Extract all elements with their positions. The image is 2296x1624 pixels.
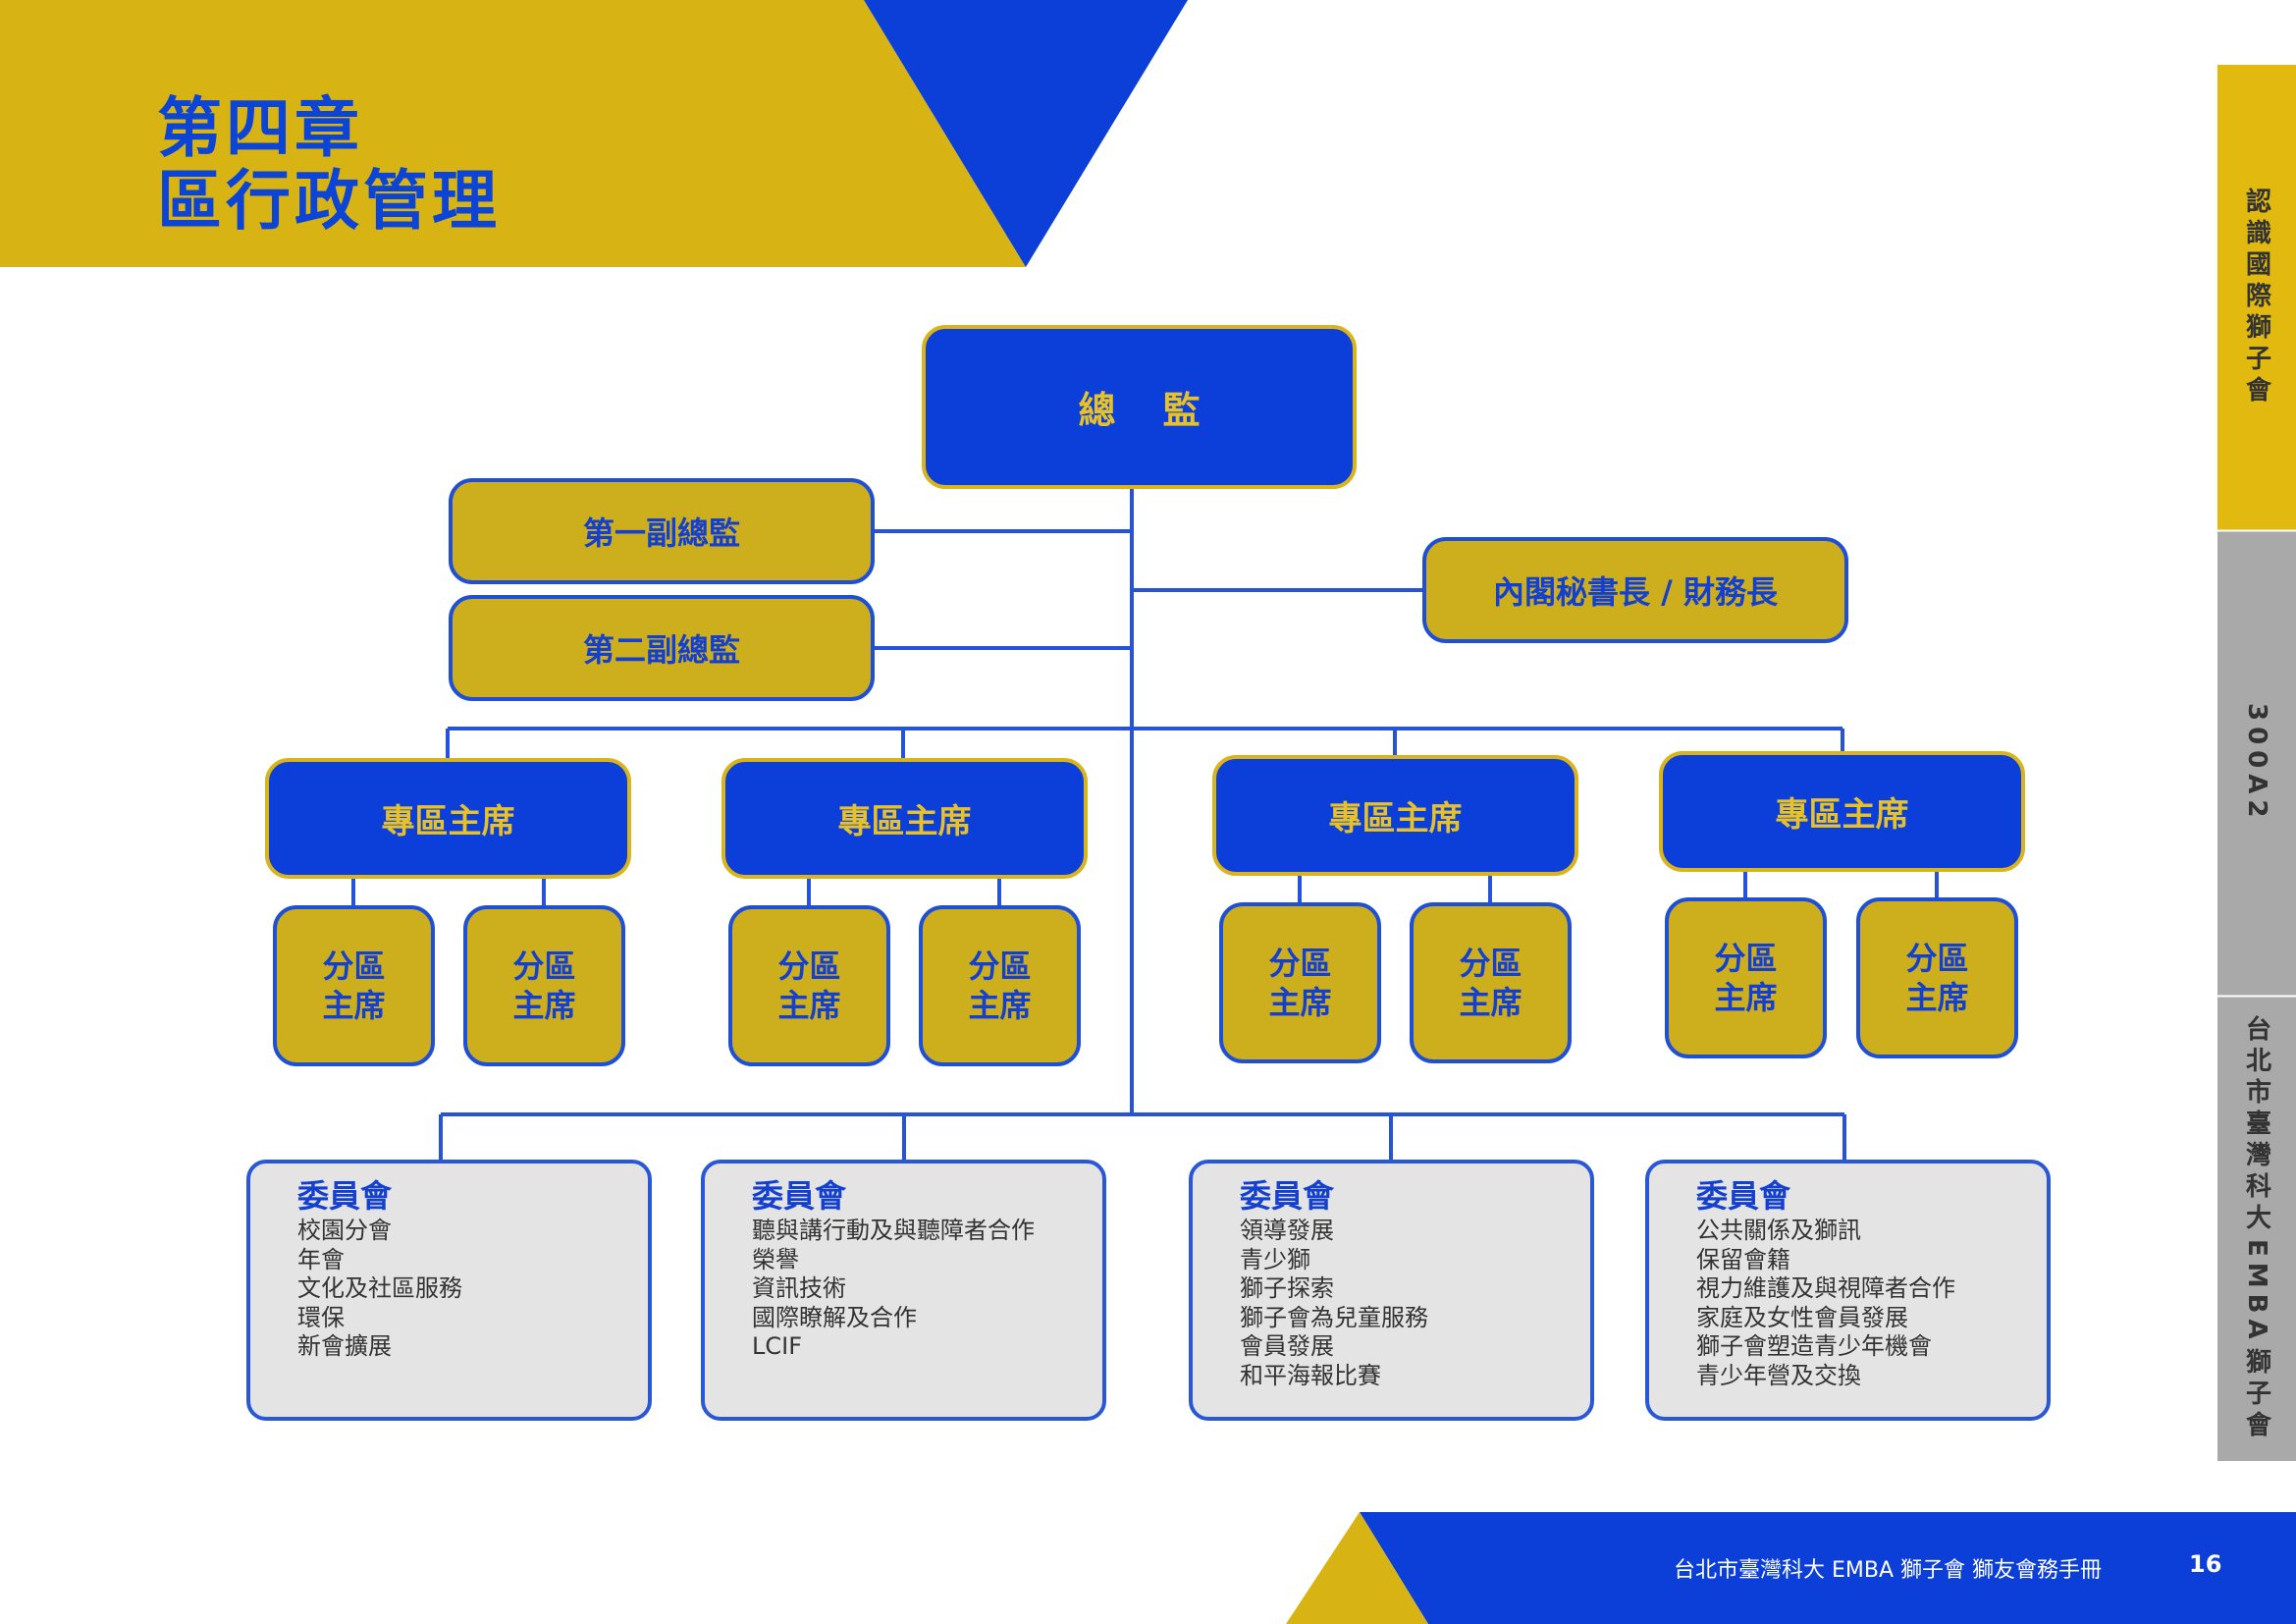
committee-box-1: 委員會 校園分會 年會 文化及社區服務 環保 新會擴展 (246, 1160, 652, 1421)
zone-label-line-2: 主席 (968, 987, 1032, 1024)
org-chart-connectors (351, 488, 1939, 1162)
zone-label-line-1: 分區 (1268, 945, 1332, 982)
committee-item: 青少年營及交換 (1696, 1361, 1861, 1389)
director-char-1: 總 (1078, 389, 1116, 432)
side-tab-district[interactable]: 300A2 (2217, 531, 2296, 996)
committee-item: 家庭及女性會員發展 (1696, 1303, 1908, 1331)
zone-label-line-1: 分區 (968, 947, 1032, 985)
chapter-number: 第四章 (157, 90, 363, 166)
side-tab-3-bg (2217, 997, 2296, 1461)
district-governor-box: 總 監 (922, 325, 1357, 489)
committee-item: 獅子會塑造青少年機會 (1696, 1332, 1932, 1361)
committee-list: 公共關係及獅訊 保留會籍 視力維護及與視障者合作 家庭及女性會員發展 獅子會塑造… (1696, 1217, 2047, 1390)
side-tab-1-bg (2217, 65, 2296, 530)
committee-item: 年會 (297, 1245, 345, 1273)
committee-box-3: 委員會 領導發展 青少獅 獅子探索 獅子會為兒童服務 會員發展 和平海報比賽 (1189, 1160, 1594, 1421)
zone-label-line-2: 主席 (322, 987, 386, 1024)
committee-item: 榮譽 (752, 1245, 799, 1273)
footer-blue-band (1360, 1512, 2296, 1624)
zone-chair-box-2a: 分區 主席 (728, 905, 890, 1066)
side-tab-label-prefix: 台北市臺灣科大 (2241, 1014, 2271, 1235)
committee-item: 新會擴展 (297, 1332, 392, 1361)
zone-chair-box-3a: 分區 主席 (1219, 902, 1381, 1063)
footer-gold-triangle (1286, 1512, 1428, 1624)
zone-chair-box-2b: 分區 主席 (919, 905, 1081, 1066)
zone-label-line-2: 主席 (512, 987, 576, 1024)
zone-label-line-2: 主席 (1714, 979, 1778, 1016)
committee-item: LCIF (752, 1332, 803, 1361)
second-vice-governor-box: 第二副總監 (449, 595, 875, 701)
committee-item: 保留會籍 (1696, 1245, 1790, 1273)
zone-chair-box-4a: 分區 主席 (1665, 897, 1827, 1058)
zone-label-line-1: 分區 (322, 947, 386, 985)
side-tab-about-lions[interactable]: 認識國際獅子會 (2217, 65, 2296, 530)
zone-label-line-1: 分區 (512, 947, 576, 985)
committee-item: 資訊技術 (752, 1274, 846, 1303)
committee-item: 領導發展 (1240, 1217, 1334, 1245)
committee-item: 會員發展 (1240, 1332, 1334, 1361)
zone-label-line-1: 分區 (777, 947, 841, 985)
committee-item: 和平海報比賽 (1240, 1361, 1381, 1389)
committee-item: 國際瞭解及合作 (752, 1303, 917, 1331)
zone-label-line-1: 分區 (1905, 940, 1969, 977)
side-tab-2-bg (2217, 531, 2296, 996)
committee-title: 委員會 (297, 1177, 393, 1215)
committee-box-2: 委員會 聽與講行動及與聽障者合作 榮譽 資訊技術 國際瞭解及合作 LCIF (701, 1160, 1106, 1421)
zone-label-line-2: 主席 (1905, 979, 1969, 1016)
committee-item: 環保 (297, 1303, 345, 1331)
committee-item: 青少獅 (1240, 1245, 1310, 1273)
region-chair-box-2: 專區主席 (721, 758, 1088, 879)
zone-label-line-2: 主席 (1459, 984, 1522, 1021)
page-number: 16 (2189, 1550, 2222, 1578)
side-tab-label: 認識國際獅子會 (2241, 188, 2271, 407)
zone-label-line-1: 分區 (1459, 945, 1522, 982)
committee-title: 委員會 (752, 1177, 847, 1215)
committee-list: 領導發展 青少獅 獅子探索 獅子會為兒童服務 會員發展 和平海報比賽 (1240, 1217, 1590, 1390)
committee-list: 聽與講行動及與聽障者合作 榮譽 資訊技術 國際瞭解及合作 LCIF (752, 1217, 1102, 1362)
side-tab-label: 300A2 (2242, 703, 2271, 824)
committee-title: 委員會 (1696, 1177, 1791, 1215)
side-tab-label-suffix: 獅子會 (2241, 1348, 2271, 1443)
zone-chair-box-4b: 分區 主席 (1856, 897, 2018, 1058)
zone-chair-box-1a: 分區 主席 (273, 905, 435, 1066)
header-blue-triangle (864, 0, 1188, 267)
committee-item: 獅子探索 (1240, 1274, 1334, 1303)
committee-item: 聽與講行動及與聽障者合作 (752, 1217, 1035, 1245)
cabinet-secretary-treasurer-box: 內閣秘書長 / 財務長 (1422, 537, 1848, 643)
committee-item: 公共關係及獅訊 (1696, 1217, 1861, 1245)
committee-list: 校園分會 年會 文化及社區服務 環保 新會擴展 (297, 1217, 648, 1362)
committee-box-4: 委員會 公共關係及獅訊 保留會籍 視力維護及與視障者合作 家庭及女性會員發展 獅… (1645, 1160, 2051, 1421)
zone-chair-box-3b: 分區 主席 (1410, 902, 1572, 1063)
side-tab-label-latin: EMBA (2242, 1238, 2271, 1345)
zone-label-line-2: 主席 (1268, 984, 1332, 1021)
region-chair-box-4: 專區主席 (1659, 751, 2025, 872)
footer-handbook-title: 台北市臺灣科大 EMBA 獅子會 獅友會務手冊 (1674, 1558, 2103, 1583)
region-chair-box-1: 專區主席 (265, 758, 631, 879)
first-vice-governor-box: 第一副總監 (449, 478, 875, 584)
director-char-2: 監 (1162, 389, 1201, 432)
chapter-title: 區行政管理 (157, 163, 501, 239)
committee-item: 文化及社區服務 (297, 1274, 462, 1303)
zone-label-line-1: 分區 (1714, 940, 1778, 977)
zone-label-line-2: 主席 (777, 987, 841, 1024)
header-gold-band (0, 0, 1026, 267)
committee-title: 委員會 (1240, 1177, 1335, 1215)
committee-item: 視力維護及與視障者合作 (1696, 1274, 1955, 1303)
region-chair-box-3: 專區主席 (1212, 755, 1578, 876)
committee-item: 獅子會為兒童服務 (1240, 1303, 1428, 1331)
side-tab-club[interactable]: 台北市臺灣科大 EMBA 獅子會 (2217, 997, 2296, 1461)
zone-chair-box-1b: 分區 主席 (463, 905, 625, 1066)
committee-item: 校園分會 (297, 1217, 392, 1245)
